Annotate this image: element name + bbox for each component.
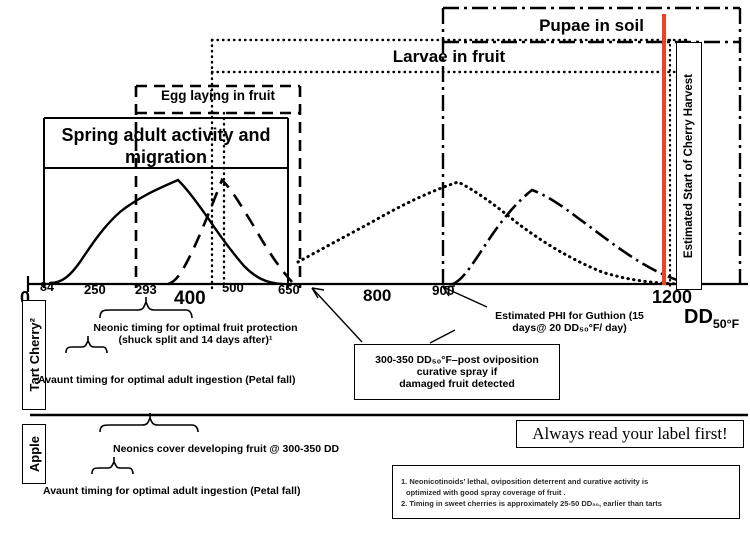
- leader-callout-top: [429, 329, 456, 344]
- callout-line3: damaged fruit detected: [399, 378, 515, 390]
- axis-unit-sub: 50°F: [712, 317, 740, 331]
- row-label-tart-cherry-box: Tart Cherry²: [22, 300, 46, 410]
- axis-tick-250: 250: [84, 282, 106, 297]
- annotation-apple-neonics: Neonics cover developing fruit @ 300-350…: [113, 443, 340, 455]
- axis-tick-293: 293: [135, 282, 157, 297]
- annotation-avaunt-cherry: Avaunt timing for optimal adult ingestio…: [38, 374, 296, 386]
- row-label-apple-box: Apple: [22, 424, 46, 484]
- x-axis: [26, 276, 748, 292]
- callout-line2: curative spray if: [416, 366, 498, 378]
- axis-tick-900: 900: [432, 283, 455, 298]
- footnote-1a: 1. Neonicotinoids’ lethal, oviposition d…: [401, 476, 649, 486]
- brace-avaunt-cherry: [65, 336, 108, 354]
- axis-tick-0: 0: [20, 288, 31, 308]
- brace-apple-avaunt: [91, 457, 134, 475]
- read-label-text: Always read your label first!: [532, 424, 728, 443]
- annotation-phi-line2: days@ 20 DD₅₀°F/ day): [512, 322, 627, 334]
- axis-unit-main: DD: [684, 306, 713, 328]
- axis-tick-800: 800: [363, 286, 392, 305]
- leader-650-to-callout: [311, 287, 363, 343]
- egg-laying-band-outline: [134, 84, 302, 288]
- larvae-band-outline: [210, 38, 688, 290]
- curve-egg-laying: [167, 177, 293, 286]
- brace-neonic: [99, 297, 193, 319]
- callout-box-curative-spray: 300-350 DD₅₀°F–post oviposition curative…: [354, 344, 560, 400]
- band-label-spring-adult: Spring adult activity and migration: [61, 125, 271, 167]
- band-label-egg-laying: Egg laying in fruit: [161, 88, 275, 103]
- annotation-neonic-timing: Neonic timing for optimal fruit protecti…: [58, 322, 333, 346]
- curve-larvae: [296, 180, 690, 286]
- harvest-marker-label: Estimated Start of Cherry Harvest: [683, 73, 695, 259]
- read-label-box: Always read your label first!: [516, 420, 744, 448]
- axis-tick-500: 500: [222, 280, 244, 295]
- axis-unit-label: DD50°F: [684, 306, 739, 331]
- annotation-neonic-line2: (shuck split and 14 days after)¹: [118, 334, 273, 346]
- annotation-neonic-line1: Neonic timing for optimal fruit protecti…: [93, 322, 298, 334]
- leader-900-to-phi: [442, 285, 488, 308]
- annotation-phi-line1: Estimated PHI for Guthion (15: [495, 310, 644, 322]
- footnote-2: 2. Timing in sweet cherries is approxima…: [401, 498, 662, 508]
- axis-tick-84: 84: [40, 280, 54, 294]
- annotation-phi: Estimated PHI for Guthion (15 days@ 20 D…: [462, 310, 677, 334]
- curve-pupae: [452, 188, 695, 286]
- axis-tick-1200: 1200: [652, 287, 693, 307]
- band-label-pupae: Pupae in soil: [539, 16, 644, 35]
- row-label-apple: Apple: [26, 435, 42, 473]
- curve-spring-adult: [48, 178, 284, 286]
- footnote-box: 1. Neonicotinoids’ lethal, oviposition d…: [392, 465, 740, 519]
- callout-line1: 300-350 DD₅₀°F–post oviposition: [375, 354, 539, 366]
- brace-apple-neonics: [99, 413, 199, 433]
- axis-tick-400: 400: [174, 288, 206, 309]
- harvest-marker-box: Estimated Start of Cherry Harvest: [676, 42, 702, 290]
- footnote-1b: optimized with good spray coverage of fr…: [406, 487, 566, 497]
- spring-adult-band-outline: [43, 117, 289, 288]
- axis-tick-650: 650: [278, 282, 300, 297]
- annotation-apple-avaunt: Avaunt timing for optimal adult ingestio…: [43, 485, 301, 497]
- band-label-larvae: Larvae in fruit: [392, 47, 506, 66]
